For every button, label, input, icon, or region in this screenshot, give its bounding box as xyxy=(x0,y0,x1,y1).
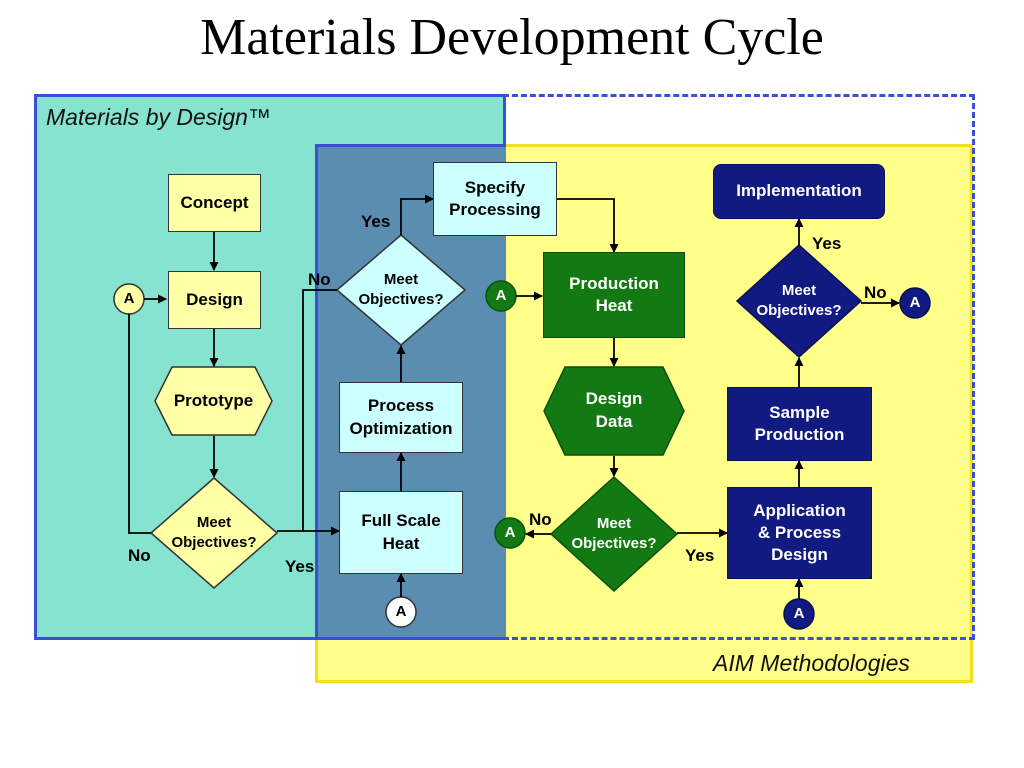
design-label: Design xyxy=(186,289,243,309)
connector-a-implementation-no: A xyxy=(909,293,921,311)
meet-objectives-label-4: Meet Objectives? xyxy=(756,281,842,319)
meet4-no-label: No xyxy=(864,283,887,302)
meet4-yes-label: Yes xyxy=(812,234,842,253)
page-title: Materials Development Cycle xyxy=(200,9,824,66)
meet1-yes-label: Yes xyxy=(285,557,315,576)
arrow-meet2-yes-specify xyxy=(400,194,434,235)
connector-a-production: A xyxy=(495,286,507,304)
meet-objectives-diamond-1 xyxy=(149,477,279,589)
sample-production-box: Sample Production xyxy=(727,387,872,461)
concept-label: Concept xyxy=(180,192,249,212)
process-optimization-box: Process Optimization xyxy=(339,382,463,453)
design-data-hexagon xyxy=(543,366,685,456)
meet-objectives-label-2: Meet Objectives? xyxy=(358,270,444,308)
meet-objectives-label-3: Meet Objectives? xyxy=(571,514,657,552)
production-heat-label: Production Heat xyxy=(569,273,659,315)
meet-objectives-label-1: Meet Objectives? xyxy=(171,513,257,551)
specify-processing-box: Specify Processing xyxy=(433,162,557,236)
prototype-label: Prototype xyxy=(173,390,254,410)
aim-methodologies-label: AIM Methodologies xyxy=(713,650,910,676)
implementation-label: Implementation xyxy=(736,181,862,201)
full-scale-heat-box: Full Scale Heat xyxy=(339,491,463,574)
arrow-meet1-no-loop xyxy=(128,314,151,534)
materials-by-design-label: Materials by Design™ xyxy=(46,104,271,130)
production-heat-box: Production Heat xyxy=(543,252,685,338)
prototype-hexagon xyxy=(154,366,273,436)
meet2-yes-label: Yes xyxy=(361,212,391,231)
application-process-design-label: Application & Process Design xyxy=(753,500,846,565)
full-scale-heat-label: Full Scale Heat xyxy=(361,511,441,553)
connector-circle-implementation-no xyxy=(899,287,931,319)
design-box: Design xyxy=(168,271,261,329)
arrow-specify-production xyxy=(557,198,619,253)
specify-processing-label: Specify Processing xyxy=(449,177,541,219)
meet-objectives-diamond-3 xyxy=(549,475,679,593)
design-data-label: Design Data xyxy=(585,389,643,431)
dashed-extension-region xyxy=(503,94,975,640)
sample-production-label: Sample Production xyxy=(754,402,845,444)
application-process-design-box: Application & Process Design xyxy=(727,487,872,579)
connector-a-design-data-no: A xyxy=(504,523,516,541)
meet2-no-label: No xyxy=(308,270,331,289)
implementation-box: Implementation xyxy=(713,164,885,219)
connector-a-application: A xyxy=(793,604,805,622)
concept-box: Concept xyxy=(168,174,261,232)
process-optimization-label: Process Optimization xyxy=(349,396,453,438)
connector-a-full-scale: A xyxy=(395,602,407,620)
meet3-yes-label: Yes xyxy=(685,546,715,565)
meet1-no-label: No xyxy=(128,546,151,565)
arrow-meet2-no-loop xyxy=(302,289,337,531)
connector-a-design: A xyxy=(123,289,135,307)
meet3-no-label: No xyxy=(529,510,552,529)
